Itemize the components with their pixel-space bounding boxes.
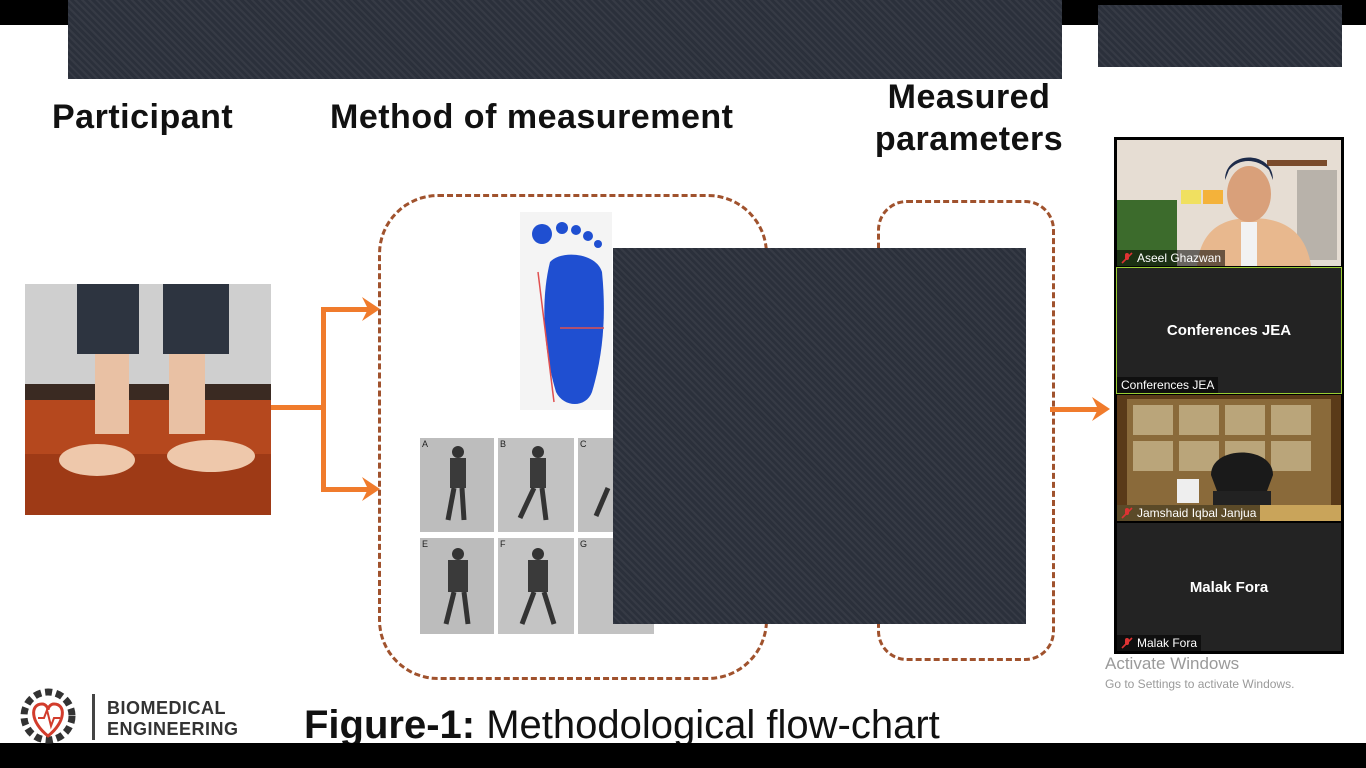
arrow-head-lower (362, 477, 380, 501)
gear-heart-logo-icon (20, 688, 76, 744)
participant-feet-photo (25, 284, 271, 515)
participant-tile-3[interactable]: Jamshaid Iqbal Janjua (1117, 395, 1341, 521)
caption-rest: Methodological flow-chart (475, 703, 940, 743)
activate-windows-subtitle: Go to Settings to activate Windows. (1105, 677, 1295, 691)
logo-line1: BIOMEDICAL (107, 698, 226, 718)
redacted-top-banner (68, 0, 1062, 79)
logo-line2: ENGINEERING (107, 719, 239, 739)
muted-mic-icon (1121, 507, 1133, 519)
subfig-b: B (498, 438, 574, 532)
participant-label-1: Aseel Ghazwan (1117, 250, 1226, 266)
biomedical-logo: BIOMEDICAL ENGINEERING (8, 688, 240, 744)
participant-label-3: Jamshaid Iqbal Janjua (1117, 505, 1261, 521)
subfig-label-c: C (580, 439, 587, 449)
arrow-head-right (1092, 397, 1110, 421)
arrow-stem (271, 405, 323, 410)
muted-mic-icon (1121, 637, 1133, 649)
participant-tile-2[interactable]: Conferences JEA Conferences JEA (1116, 267, 1342, 394)
heading-method: Method of measurement (330, 98, 734, 136)
heading-participant: Participant (52, 98, 234, 136)
subfig-a: A (420, 438, 494, 532)
activate-windows-title: Activate Windows (1105, 654, 1240, 673)
participants-panel: Aseel Ghazwan Conferences JEA Conference… (1114, 137, 1344, 654)
arrow-right-out (1050, 407, 1098, 412)
participant-label-2: Conferences JEA (1117, 377, 1219, 393)
participant-name-center-4: Malak Fora (1189, 579, 1269, 596)
subfig-label-f: F (500, 539, 506, 549)
heading-measured-line1: Measured (887, 78, 1051, 116)
arrow-head-upper (362, 297, 380, 321)
subfig-label-e: E (422, 539, 429, 549)
subfig-label-a: A (422, 439, 429, 449)
subfig-label-b: B (500, 439, 507, 449)
figure-caption: Figure-1: Methodological flow-chart (304, 699, 940, 743)
logo-text: BIOMEDICAL ENGINEERING (107, 698, 239, 740)
subfig-f: F (498, 538, 574, 634)
subfig-label-g: G (580, 539, 588, 549)
heading-measured-line2: parameters (874, 120, 1064, 158)
muted-mic-icon (1121, 252, 1133, 264)
participant-label-4: Malak Fora (1117, 635, 1202, 651)
footprint-shape (532, 222, 604, 404)
feet-illustration (25, 284, 271, 515)
heading-measured: Measured parameters (862, 76, 1076, 160)
bottom-black-bar (0, 743, 1366, 768)
arrow-vertical (321, 307, 326, 492)
redacted-slide-region (613, 248, 1026, 624)
subfig-e: E (420, 538, 494, 634)
caption-bold: Figure-1: (304, 703, 476, 743)
participant-tile-4[interactable]: Malak Fora Malak Fora (1117, 523, 1341, 651)
footprint-image (520, 212, 612, 410)
participant-name-center-2: Conferences JEA (1166, 322, 1292, 339)
arrow-upper (321, 307, 369, 312)
participant-video-1 (1117, 140, 1341, 266)
participant-video-3 (1117, 395, 1341, 521)
redacted-top-right (1098, 5, 1342, 67)
arrow-lower (321, 487, 369, 492)
logo-divider (92, 694, 95, 740)
participant-tile-1[interactable]: Aseel Ghazwan (1117, 140, 1341, 266)
